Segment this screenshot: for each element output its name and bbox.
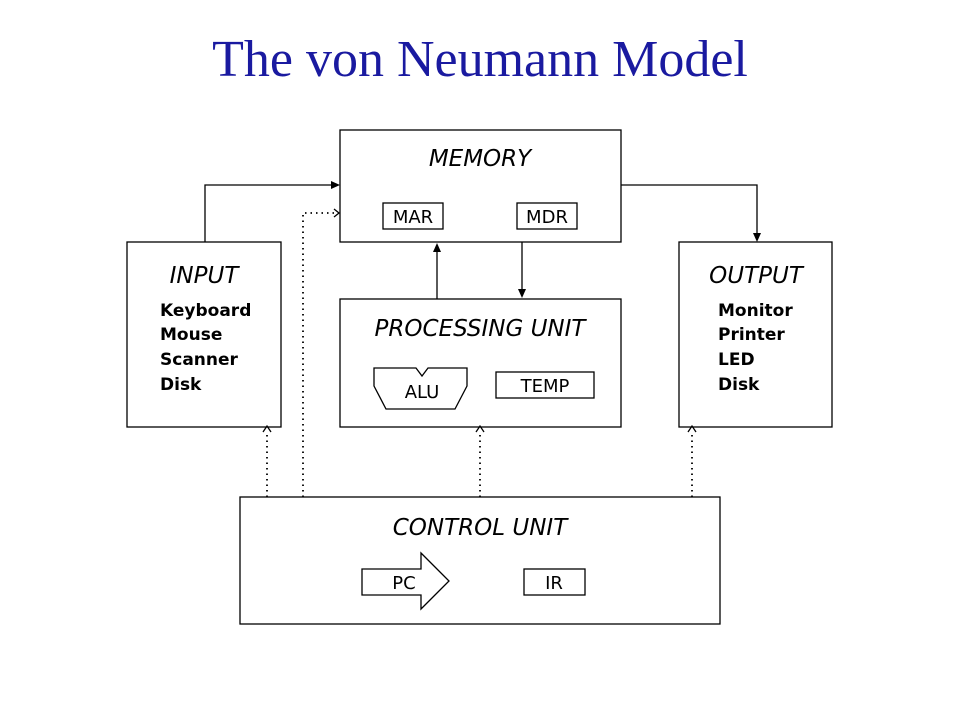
processing-unit-block: PROCESSING UNIT ALU TEMP	[339, 298, 622, 428]
memory-block: MEMORY MAR MDR	[339, 129, 622, 243]
memory-title: MEMORY	[429, 146, 533, 172]
output-item-led: LED	[718, 350, 755, 370]
control-to-input-arrowhead	[262, 424, 272, 433]
control-unit-block: CONTROL UNIT PC IR	[239, 496, 721, 625]
mdr-to-processing-arrowhead	[518, 289, 526, 298]
control-to-output-arrowhead	[687, 424, 697, 433]
input-to-memory-arrowhead	[331, 181, 340, 189]
control-to-memory-arrowhead	[333, 208, 341, 218]
input-item-scanner: Scanner	[160, 350, 239, 370]
alu-label: ALU	[405, 382, 440, 403]
mar-label: MAR	[393, 207, 433, 228]
memory-to-output-line	[621, 184, 758, 234]
output-item-printer: Printer	[718, 325, 785, 345]
output-block: OUTPUT Monitor Printer LED Disk	[678, 241, 833, 428]
mdr-box	[516, 202, 578, 230]
output-item-disk: Disk	[718, 375, 760, 395]
temp-label: TEMP	[520, 376, 570, 397]
data-paths	[204, 181, 761, 299]
input-block: INPUT Keyboard Mouse Scanner Disk	[126, 241, 282, 428]
input-box	[126, 241, 282, 428]
input-item-mouse: Mouse	[160, 325, 222, 345]
processing-unit-title: PROCESSING UNIT	[375, 316, 588, 342]
output-title: OUTPUT	[709, 263, 805, 289]
temp-box	[495, 371, 595, 399]
mar-box	[382, 202, 444, 230]
pc-label: PC	[392, 573, 415, 594]
memory-to-output-arrowhead	[753, 233, 761, 242]
output-box	[678, 241, 833, 428]
input-item-keyboard: Keyboard	[160, 301, 251, 321]
alu-shape	[373, 367, 468, 410]
control-unit-box	[239, 496, 721, 625]
output-item-monitor: Monitor	[718, 301, 793, 321]
control-to-processing-arrowhead	[475, 424, 485, 433]
input-to-memory-line	[204, 184, 332, 242]
page-title: The von Neumann Model	[212, 31, 748, 88]
input-item-disk: Disk	[160, 375, 202, 395]
control-to-memory-line	[302, 212, 334, 497]
processing-to-mar-arrowhead	[433, 243, 441, 252]
ir-box	[523, 568, 586, 596]
mdr-label: MDR	[526, 207, 568, 228]
input-title: INPUT	[170, 263, 241, 289]
control-paths	[262, 208, 697, 497]
pc-arrow-shape	[361, 551, 450, 611]
control-unit-title: CONTROL UNIT	[393, 515, 569, 541]
ir-label: IR	[545, 573, 563, 594]
